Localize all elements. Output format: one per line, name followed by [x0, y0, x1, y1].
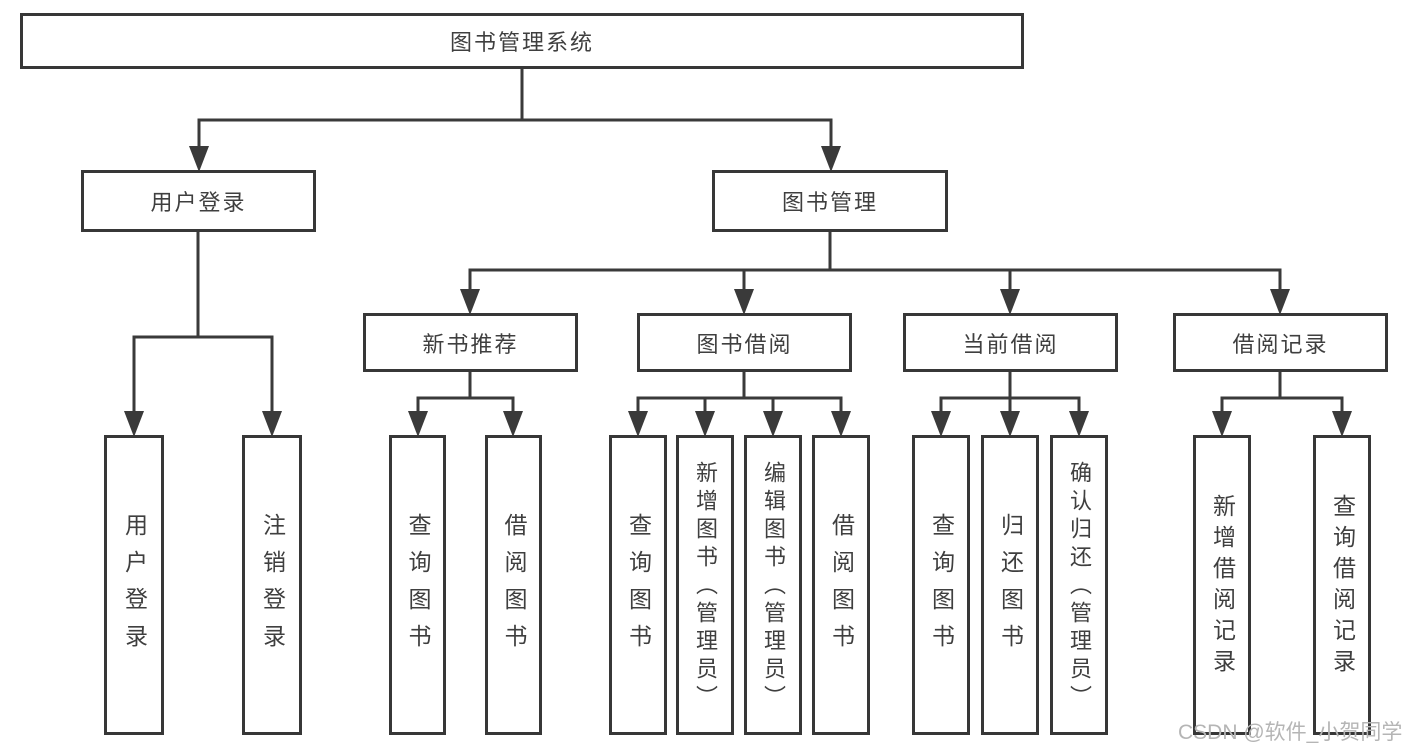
leaf-label: 查询借阅记录	[1329, 494, 1356, 680]
node-book-borrow: 图书借阅	[637, 313, 852, 372]
node-book-management: 图书管理	[712, 170, 948, 232]
leaf-label: 借阅图书	[501, 513, 527, 661]
leaf-label: 确认归还（管理员）	[1067, 461, 1092, 713]
node-current-borrow-label: 当前借阅	[962, 331, 1059, 357]
leaf-query-books-recommend: 查询图书	[389, 435, 446, 735]
leaf-query-borrow-record: 查询借阅记录	[1313, 435, 1371, 735]
node-user-login-label: 用户登录	[150, 190, 247, 215]
node-book-borrow-label: 图书借阅	[696, 331, 793, 357]
leaf-label: 编辑图书（管理员）	[761, 461, 786, 713]
node-borrow-records-label: 借阅记录	[1232, 331, 1329, 357]
node-current-borrow: 当前借阅	[903, 313, 1118, 372]
node-new-book-recommend-label: 新书推荐	[422, 331, 519, 357]
leaf-label: 借阅图书	[828, 513, 855, 661]
root-node-label: 图书管理系统	[449, 30, 594, 55]
leaf-label: 新增借阅记录	[1209, 494, 1236, 680]
leaf-label: 注销登录	[259, 513, 286, 661]
leaf-user-login: 用户登录	[104, 435, 164, 735]
leaf-label: 用户登录	[121, 513, 148, 661]
leaf-label: 查询图书	[625, 513, 652, 661]
watermark: CSDN @软件_小贺同学	[1178, 721, 1403, 744]
leaf-label: 新增图书（管理员）	[693, 461, 718, 713]
leaf-edit-books-admin: 编辑图书（管理员）	[744, 435, 802, 735]
leaf-borrow-books-recommend: 借阅图书	[485, 435, 542, 735]
leaf-query-books-current: 查询图书	[912, 435, 970, 735]
node-book-management-label: 图书管理	[781, 190, 878, 215]
leaf-label: 查询图书	[928, 513, 955, 661]
leaf-add-books-admin: 新增图书（管理员）	[676, 435, 734, 735]
leaf-return-books: 归还图书	[981, 435, 1039, 735]
node-new-book-recommend: 新书推荐	[363, 313, 578, 372]
node-user-login: 用户登录	[81, 170, 316, 232]
node-borrow-records: 借阅记录	[1173, 313, 1388, 372]
leaf-label: 归还图书	[997, 513, 1024, 661]
leaf-add-borrow-record: 新增借阅记录	[1193, 435, 1251, 735]
leaf-label: 查询图书	[405, 513, 431, 661]
leaf-logout: 注销登录	[242, 435, 302, 735]
leaf-borrow-books: 借阅图书	[812, 435, 870, 735]
root-node-book-management-system: 图书管理系统	[20, 13, 1024, 69]
leaf-query-books-borrow: 查询图书	[609, 435, 667, 735]
leaf-confirm-return-admin: 确认归还（管理员）	[1050, 435, 1108, 735]
